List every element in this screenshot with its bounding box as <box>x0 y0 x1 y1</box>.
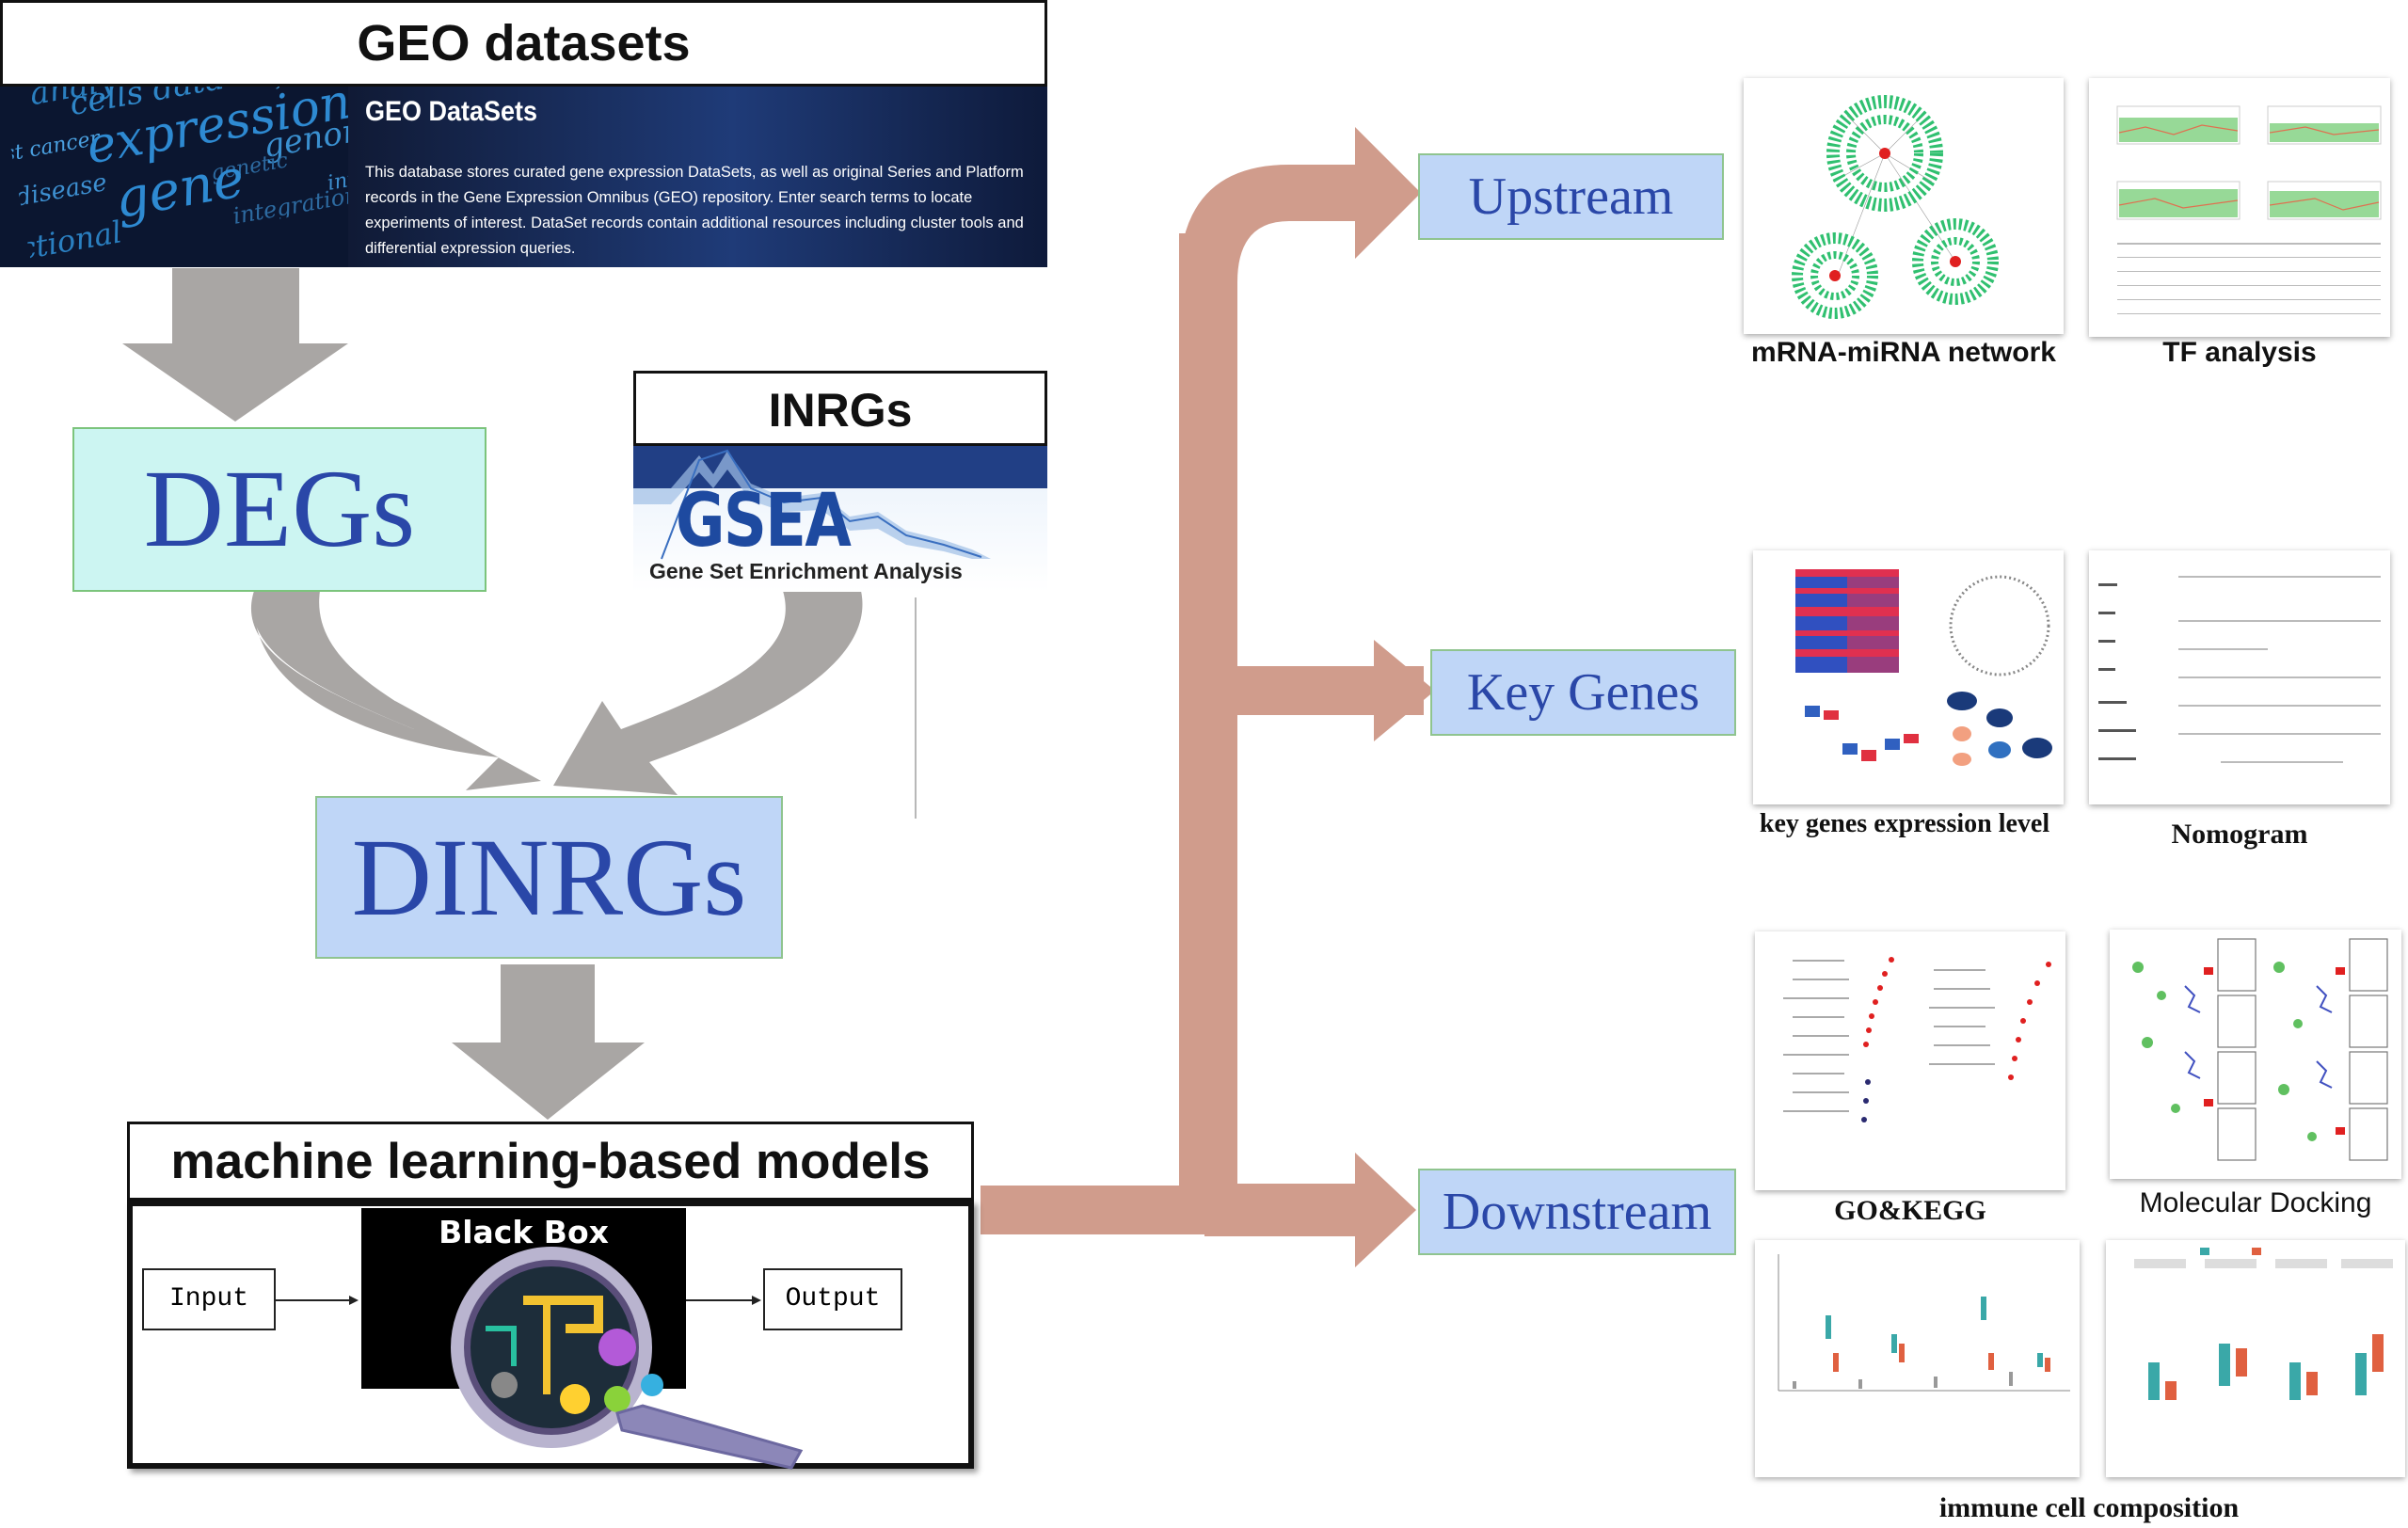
nomogram-caption: Nomogram <box>2171 819 2308 850</box>
downstream-node: Downstream <box>1418 1169 1736 1255</box>
immune-cell-group-image <box>2106 1240 2405 1477</box>
key-genes-label: Key Genes <box>1466 663 1700 722</box>
key-genes-expression-image <box>1753 550 2064 804</box>
immune-cell-caption: immune cell composition <box>1938 1492 2240 1523</box>
tf-caption: TF analysis <box>2162 337 2317 368</box>
degs-node: DEGs <box>72 427 486 592</box>
go-kegg-image <box>1755 931 2065 1190</box>
downstream-label: Downstream <box>1442 1183 1713 1241</box>
ml-diagram: Input Black Box Output <box>127 1201 974 1470</box>
go-kegg-caption: GO&KEGG <box>1834 1195 1986 1226</box>
gsea-logo-text: GSEA <box>676 479 852 564</box>
input-box: Input <box>142 1268 276 1330</box>
degs-label: DEGs <box>143 447 416 570</box>
arrow-geo-to-degs <box>122 268 348 422</box>
nomogram-image <box>2089 550 2390 804</box>
input-label: Input <box>168 1284 248 1313</box>
mrna-mirna-caption: mRNA-miRNA network <box>1751 337 2056 368</box>
geo-panel-heading: GEO DataSets <box>365 96 538 127</box>
output-label: Output <box>785 1284 881 1313</box>
key-genes-node: Key Genes <box>1430 649 1736 736</box>
geo-title-box: GEO datasets <box>0 0 1047 87</box>
inrgs-title-box: INRGs <box>633 371 1047 446</box>
arrow-branches <box>981 127 1435 1267</box>
geo-panel-text: This database stores curated gene expres… <box>365 164 1024 257</box>
ml-title: machine learning-based models <box>170 1134 931 1189</box>
gsea-logo: GSEA Gene Set Enrichment Analysis <box>633 446 1047 592</box>
dinrgs-label: DINRGs <box>351 816 747 939</box>
black-box-label: Black Box <box>439 1214 609 1250</box>
dinrgs-node: DINRGs <box>315 796 783 959</box>
tf-analysis-image <box>2089 78 2390 337</box>
molecular-docking-caption: Molecular Docking <box>2139 1187 2372 1218</box>
mrna-mirna-network-image <box>1744 78 2064 334</box>
geo-datasets-banner: analy factor cells data st cancer expres… <box>0 87 1047 267</box>
upstream-node: Upstream <box>1418 153 1724 240</box>
arrow-inrgs-to-dinrgs <box>553 591 863 795</box>
molecular-docking-image <box>2110 930 2401 1179</box>
arrow-dinrgs-to-ml <box>452 964 645 1120</box>
gsea-logo-subtitle: Gene Set Enrichment Analysis <box>649 559 963 583</box>
geo-title: GEO datasets <box>357 15 691 72</box>
inrgs-title: INRGs <box>768 384 913 437</box>
ml-title-box: machine learning-based models <box>127 1122 974 1201</box>
upstream-label: Upstream <box>1468 167 1674 226</box>
magnifier-icon <box>451 1247 804 1470</box>
geo-word-cloud: analy factor cells data st cancer expres… <box>2 87 375 263</box>
key-genes-expression-caption: key genes expression level <box>1759 809 2050 838</box>
arrow-degs-to-dinrgs <box>250 591 541 790</box>
output-box: Output <box>763 1268 902 1330</box>
immune-boxplot-image <box>1755 1240 2080 1477</box>
